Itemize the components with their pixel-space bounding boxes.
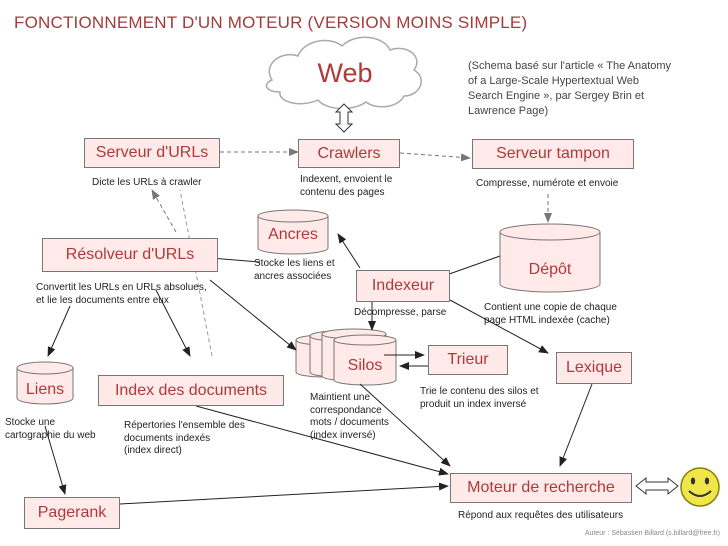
- author-credit: Auteur : Sébastien Billard (s.billard@fr…: [584, 530, 720, 537]
- arrow-resolveur-serveur: [151, 189, 177, 233]
- desc-line: cartographie du web: [5, 429, 96, 441]
- arrow-crawlers-tampon: [399, 152, 471, 162]
- desc-line: ancres associées: [254, 270, 332, 282]
- silos-cylinders: [295, 328, 397, 386]
- note-line: (Schema basé sur l'article « The Anatomy: [468, 60, 672, 72]
- silos-desc: Maintient une correspondance mots / docu…: [310, 392, 389, 442]
- arrow-liens-pagerank: [44, 425, 67, 495]
- depot-cylinder: [499, 223, 601, 293]
- moteur-desc: Répond aux requêtes des utilisateurs: [458, 510, 623, 523]
- desc-line: et lie les documents entre eux: [36, 294, 169, 306]
- trieur-desc: Trie le contenu des silos et produit un …: [420, 386, 539, 411]
- desc-line: produit un index inversé: [420, 398, 527, 410]
- desc-line: (index direct): [124, 445, 182, 456]
- arrow-lexique-moteur: [559, 383, 593, 467]
- desc-line: Indexent, envoient le: [300, 174, 393, 185]
- indexeur-desc: Décompresse, parse: [354, 307, 446, 320]
- desc-line: page HTML indexée (cache): [484, 314, 610, 326]
- web-cloud: [265, 36, 422, 110]
- serveur-tampon-box: Serveur tampon: [472, 139, 634, 169]
- crawlers-box: Crawlers: [298, 139, 400, 168]
- desc-line: Répond aux requêtes des utilisateurs: [458, 510, 624, 521]
- arrow-pagerank-moteur: [119, 482, 449, 505]
- moteur-user-arrow: [635, 476, 679, 496]
- dashed-index-serveur: [179, 189, 213, 357]
- serveur-urls-desc: Dicte les URLs à crawler: [92, 177, 201, 190]
- cloud-shape: [265, 36, 422, 110]
- desc-line: correspondance: [310, 404, 382, 416]
- desc-line: mots / documents: [310, 417, 389, 428]
- desc-line: Convertit les URLs en URLs absolues,: [36, 282, 207, 293]
- serveur-tampon-desc: Compresse, numérote et envoie: [476, 178, 618, 191]
- note-line: Lawrence Page): [468, 105, 549, 117]
- resolveur-desc: Convertit les URLs en URLs absolues, et …: [36, 282, 207, 307]
- silos-label: Silos: [347, 357, 383, 374]
- desc-line: Décompresse, parse: [354, 307, 447, 318]
- ancres-desc: Stocke les liens et ancres associées: [254, 258, 335, 283]
- arrow-indexeur-lexique: [449, 299, 549, 354]
- trieur-box: Trieur: [428, 345, 508, 375]
- ancres-cylinder: [257, 209, 329, 255]
- note-line: of a Large-Scale Hypertextual Web: [468, 75, 639, 87]
- arrow-indexeur-ancres: [337, 233, 361, 269]
- smiley-icon: [680, 467, 720, 507]
- desc-line: documents indexés: [124, 432, 211, 444]
- page-title: FONCTIONNEMENT D'UN MOTEUR (VERSION MOIN…: [14, 13, 528, 32]
- indexeur-box: Indexeur: [356, 270, 450, 302]
- desc-line: Compresse, numérote et envoie: [476, 178, 619, 189]
- index-documents-box: Index des documents: [98, 375, 284, 406]
- moteur-recherche-box: Moteur de recherche: [450, 473, 632, 503]
- liens-desc: Stocke une cartographie du web: [5, 417, 96, 442]
- lexique-box: Lexique: [556, 352, 632, 384]
- desc-line: Stocke une: [5, 417, 56, 428]
- note-line: Search Engine », par Sergey Brin et: [468, 90, 645, 102]
- ancres-label: Ancres: [268, 226, 318, 243]
- pagerank-box: Pagerank: [24, 497, 120, 529]
- depot-desc: Contient une copie de chaque page HTML i…: [484, 302, 617, 327]
- desc-line: Maintient une: [310, 392, 371, 403]
- desc-line: Répertories l'ensemble des: [124, 420, 245, 431]
- desc-line: Trie le contenu des silos et: [420, 386, 539, 397]
- crawlers-desc: Indexent, envoient le contenu des pages: [300, 174, 392, 199]
- arrow-silos-moteur: [359, 383, 451, 467]
- depot-label: Dépôt: [528, 261, 572, 278]
- desc-line: Contient une copie de chaque: [484, 302, 617, 313]
- arrow-resolveur-silos: [209, 279, 297, 351]
- arrow-index-moteur: [195, 405, 449, 476]
- web-crawlers-arrow: [334, 103, 354, 133]
- source-note: (Schema basé sur l'article « The Anatomy…: [468, 59, 718, 119]
- desc-line: (index inversé): [310, 429, 376, 441]
- liens-cylinder: [16, 361, 74, 405]
- arrow-resolveur-liens: [47, 305, 71, 357]
- desc-line: Dicte les URLs à crawler: [92, 177, 202, 188]
- liens-label: Liens: [25, 381, 65, 398]
- arrow-resolveur-index: [155, 289, 191, 357]
- web-label: Web: [317, 58, 373, 88]
- desc-line: contenu des pages: [300, 186, 385, 198]
- desc-line: Stocke les liens et: [254, 258, 335, 269]
- index-documents-desc: Répertories l'ensemble des documents ind…: [124, 420, 245, 458]
- resolveur-urls-box: Résolveur d'URLs: [42, 238, 218, 272]
- serveur-urls-box: Serveur d'URLs: [84, 138, 220, 168]
